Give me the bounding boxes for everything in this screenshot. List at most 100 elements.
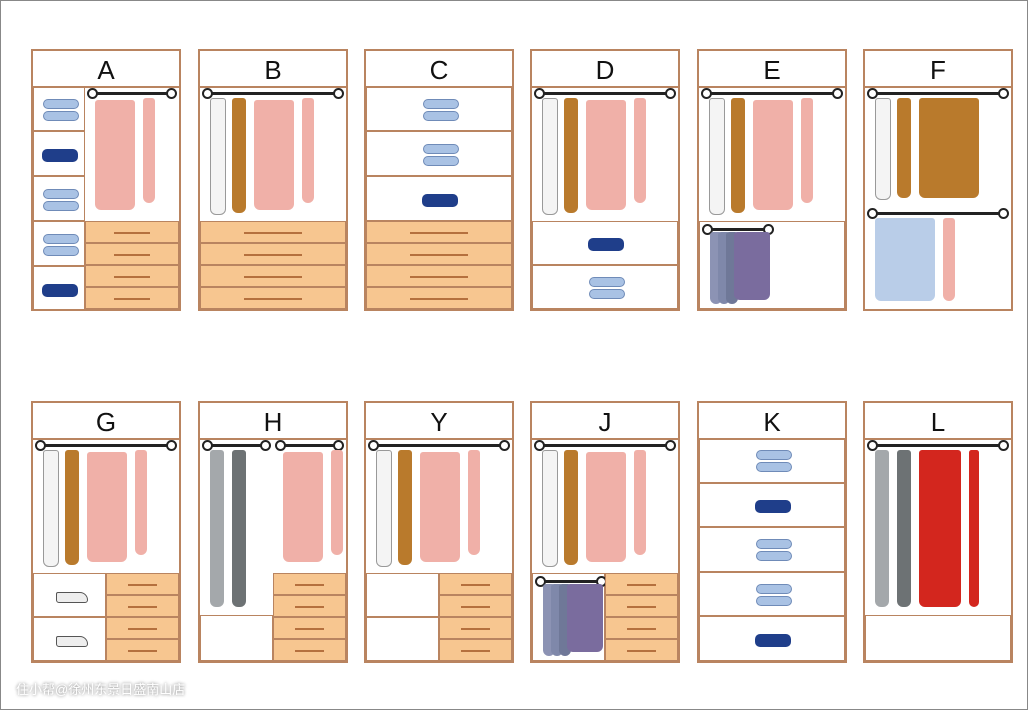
brown-coat-icon (65, 450, 79, 565)
wardrobe-label: G (33, 403, 179, 440)
brown-coat-icon (564, 98, 578, 213)
brown-coat-icon (232, 98, 246, 213)
folded-sweater-icon (755, 499, 791, 513)
shelf-cell (699, 438, 845, 483)
folded-shirt-icon (43, 188, 79, 199)
shelf-cell (699, 482, 845, 528)
skirt-side-icon (634, 450, 646, 555)
folded-shirt-icon (756, 596, 792, 607)
drawer (85, 221, 179, 243)
folded-shirt-icon (756, 539, 792, 550)
shelf-cell (699, 527, 845, 572)
skirt-icon (753, 100, 793, 210)
skirt-icon (87, 452, 127, 562)
wardrobe-label: E (699, 51, 845, 88)
drawer (366, 265, 512, 287)
dark-coat-icon (897, 450, 911, 607)
shelf-cell (366, 131, 512, 176)
hanging-rod (867, 88, 1009, 99)
shelf-cell (366, 617, 439, 661)
shirt-icon (875, 218, 935, 301)
trouser-rack (535, 576, 607, 587)
wardrobe-label: B (200, 51, 346, 88)
wardrobe-y: Y (364, 401, 514, 663)
shelf-cell (699, 221, 845, 309)
folded-shirt-icon (423, 98, 459, 109)
folded-sweater-icon (42, 283, 78, 297)
drawer (273, 617, 346, 639)
skirt-side-icon (634, 98, 646, 203)
shoe-icon (55, 592, 88, 603)
wardrobe-g: G (31, 401, 181, 663)
wardrobe-label: J (532, 403, 678, 440)
hanging-rod (275, 440, 344, 451)
dark-coat-icon (232, 450, 246, 607)
hanging-rod (867, 208, 1009, 219)
drawer (200, 221, 346, 243)
brown-coat-icon (897, 98, 911, 198)
skirt-side-icon (143, 98, 155, 203)
shelf-cell (33, 221, 85, 266)
wardrobe-l: L (863, 401, 1013, 663)
wardrobe-label: C (366, 51, 512, 88)
wardrobe-f: F (863, 49, 1013, 311)
drawer (439, 639, 512, 661)
skirt-side-icon (801, 98, 813, 203)
hanging-rod (202, 88, 344, 99)
shelf-cell (699, 571, 845, 617)
shelf-cell (366, 573, 439, 617)
wardrobe-label: H (200, 403, 346, 440)
skirt-icon (95, 100, 135, 210)
wardrobe-k: K (697, 401, 847, 663)
folded-shirt-icon (43, 200, 79, 211)
drawer (106, 639, 179, 661)
brown-coat-icon (731, 98, 745, 213)
drawer (439, 617, 512, 639)
wardrobe-label: K (699, 403, 845, 440)
white-shirt-icon (542, 450, 558, 567)
folded-shirt-icon (43, 98, 79, 109)
folded-shirt-icon (756, 450, 792, 461)
wardrobe-label: F (865, 51, 1011, 88)
folded-shirt-icon (756, 551, 792, 562)
skirt-icon (420, 452, 460, 562)
drawer (366, 221, 512, 243)
white-shirt-icon (376, 450, 392, 567)
skirt-icon (586, 452, 626, 562)
folded-shirt-icon (756, 462, 792, 473)
hanging-rod (35, 440, 177, 451)
wardrobe-e: E (697, 49, 847, 311)
hanging-rod (202, 440, 271, 451)
hanging-rod (87, 88, 177, 99)
drawer (605, 639, 678, 661)
shelf-cell (33, 131, 85, 176)
drawer (273, 573, 346, 595)
folded-shirt-icon (589, 289, 625, 299)
wardrobe-label: D (532, 51, 678, 88)
drawer (85, 287, 179, 309)
folded-shirt-icon (756, 584, 792, 595)
folded-shirt-icon (423, 110, 459, 121)
grey-coat-icon (875, 450, 889, 607)
brown-coat-icon (398, 450, 412, 565)
shelf-cell (865, 615, 1011, 661)
drawer (605, 617, 678, 639)
watermark: 住小帮@徐州东景日盛南山店 (16, 682, 186, 697)
wardrobe-c: C (364, 49, 514, 311)
shelf-cell (33, 573, 106, 617)
drawer (366, 243, 512, 265)
jacket-icon (919, 98, 979, 198)
wardrobe-label: Y (366, 403, 512, 440)
skirt-icon (283, 452, 323, 562)
wardrobe-a: A (31, 49, 181, 311)
shoe-icon (55, 636, 88, 647)
skirt-side-icon (468, 450, 480, 555)
shelf-cell (532, 265, 678, 309)
drawer (605, 573, 678, 595)
folded-shirt-icon (43, 233, 79, 244)
drawer (200, 287, 346, 309)
white-shirt-icon (709, 98, 725, 215)
folded-shirt-icon (589, 277, 625, 287)
wardrobe-d: D (530, 49, 680, 311)
